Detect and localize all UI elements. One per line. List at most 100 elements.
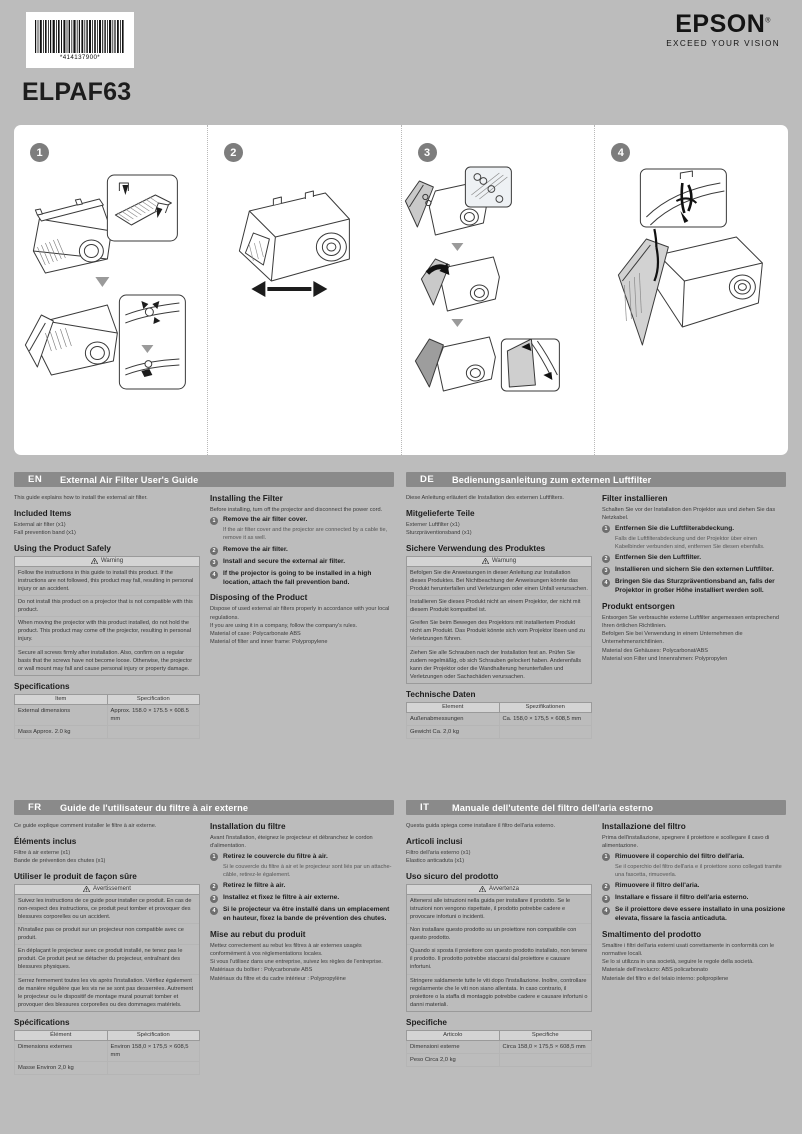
list-item: 2 Entfernen Sie den Luftfilter. [602, 554, 786, 563]
specifications-heading: Specifiche [406, 1017, 447, 1027]
step-instruction: Install and secure the external air filt… [223, 558, 346, 566]
disposal-line: Mettez correctement au rebut les filtres… [210, 942, 362, 957]
included-item: Fall prevention band (x1) [14, 530, 76, 537]
list-item: 2 Remove the air filter. [210, 546, 394, 555]
barcode: *414137900* [26, 12, 134, 68]
warning-row: When moving the projector with this prod… [15, 617, 199, 647]
language-section-en: EN External Air Filter User's Guide This… [14, 472, 394, 740]
model-name: ELPAF63 [22, 78, 132, 106]
spec-item-cell: Außenabmessungen [406, 711, 500, 727]
disposal-line: Entsorgen Sie verbrauchte externe Luftfi… [602, 614, 779, 629]
language-code: DE [420, 474, 435, 485]
step-instruction: Retirez le couvercle du filtre à air. [223, 852, 328, 860]
disposal-heading: Produkt entsorgen [602, 601, 675, 611]
brand-text: EPSON [675, 10, 766, 38]
spec-value-cell: Environ 158,0 × 175,5 × 608,5 mm [106, 1039, 200, 1063]
included-items-list: Filtro dell'aria esterno (x1)Elastico an… [406, 849, 592, 866]
disposal-line: Material von Filter und Innenrahmen: Pol… [602, 655, 728, 662]
warning-table: Avertissement Suivez les instructions de… [14, 883, 200, 1012]
warning-row: En déplaçant le projecteur avec ce produ… [15, 945, 199, 975]
step-number-badge: 4 [210, 906, 218, 915]
spec-column-item: Item [14, 693, 108, 705]
spec-value-cell [498, 725, 592, 740]
warning-table: Warnung Befolgen Sie die Anweisungen in … [406, 555, 592, 684]
specifications-heading: Specifications [14, 681, 70, 691]
disposal-line: Matériaux du filtre et du cadre intérieu… [210, 975, 346, 982]
step-number-badge: 2 [602, 882, 610, 891]
spec-item-cell: Masse Environ 2,0 kg [14, 1061, 108, 1076]
list-item: 3 Installieren und sichern Sie den exter… [602, 566, 786, 575]
install-intro: Schalten Sie vor der Installation den Pr… [602, 507, 776, 522]
step-instruction: Entfernen Sie die Luftfilterabdeckung. [615, 524, 735, 532]
list-item: 2 Retirez le filtre à air. [210, 882, 394, 891]
language-header-bar: FR Guide de l'utilisateur du filtre à ai… [14, 800, 394, 815]
language-header-bar: EN External Air Filter User's Guide [14, 472, 394, 487]
included-items-heading: Articoli inclusi [406, 837, 463, 847]
left-text-column: Questa guida spiega come installare il f… [406, 822, 592, 1068]
right-text-column: Installation du filtre Avant l'installat… [210, 822, 394, 1075]
install-intro: Prima dell'installazione, spegnere il pr… [602, 835, 770, 850]
list-item: 3 Installare e fissare il filtro dell'ar… [602, 894, 786, 903]
list-item: 2 Rimuovere il filtro dell'aria. [602, 882, 786, 891]
spec-value-cell: Circa 158,0 × 175,5 × 608,5 mm [498, 1039, 592, 1055]
included-items-heading: Included Items [14, 509, 72, 519]
list-item: 1 Entfernen Sie die Luftfilterabdeckung.… [602, 525, 786, 551]
install-steps-list: 1 Entfernen Sie die Luftfilterabdeckung.… [602, 525, 786, 596]
specifications-table: Élément Spécification Dimensions externe… [14, 1029, 200, 1076]
warning-label: Avertissement [93, 886, 131, 893]
right-text-column: Installing the Filter Before installing,… [210, 494, 394, 739]
table-row: Peso Circa 2,0 kg [406, 1053, 592, 1068]
step-instruction: Si le projecteur va être installé dans u… [223, 906, 390, 922]
specifications-heading: Spécifications [14, 1017, 70, 1027]
spec-column-item: Élément [14, 1029, 108, 1041]
spec-column-value: Spécification [106, 1029, 200, 1041]
step-badge-2: 2 [223, 143, 243, 162]
warning-label: Warnung [491, 558, 517, 565]
disposal-line: Dispose of used external air filters pro… [210, 606, 390, 621]
warning-triangle-icon [83, 886, 91, 893]
disposal-text: Dispose of used external air filters pro… [210, 605, 394, 646]
disposal-line: Si vous l'utilisez dans une entreprise, … [210, 959, 383, 966]
step-number-badge: 3 [602, 566, 610, 575]
warning-table: Warning Follow the instructions in this … [14, 555, 200, 676]
guide-title: Manuale dell'utente del filtro dell'aria… [452, 802, 654, 813]
warning-row: Greifen Sie beim Bewegen des Projektors … [407, 617, 591, 647]
step-instruction: Se il proiettore deve essere installato … [615, 906, 786, 922]
step-number-badge: 1 [210, 853, 218, 862]
install-steps-list: 1 Rimuovere il coperchio del filtro dell… [602, 853, 786, 924]
disposal-heading: Smaltimento del prodotto [602, 929, 702, 939]
step-number-badge: 3 [210, 894, 218, 903]
disposal-line: Befolgen Sie bei Verwendung in einem Unt… [602, 631, 743, 646]
left-text-column: This guide explains how to install the e… [14, 494, 200, 740]
language-section-fr: FR Guide de l'utilisateur du filtre à ai… [14, 800, 394, 1076]
language-code: IT [420, 802, 430, 813]
spec-value-cell: Ca. 158,0 × 175,5 × 608,5 mm [498, 711, 592, 727]
step-detail: If the air filter cover and the projecto… [223, 527, 388, 542]
list-item: 4 Se il proiettore deve essere installat… [602, 906, 786, 923]
warning-row: Stringere saldamente tutte le viti dopo … [410, 977, 588, 1008]
step-detail: Falls die Luftfilterabdeckung und der Pr… [615, 535, 765, 550]
warning-row: Attenersi alle istruzioni nella guida pe… [407, 895, 591, 924]
warning-row: Suivez les instructions de ce guide pour… [15, 895, 199, 924]
intro-text: Ce guide explique comment installer le f… [14, 823, 157, 829]
disposal-text: Smaltire i filtri dell'aria esterni usat… [602, 942, 786, 983]
registered-trademark-icon: ® [765, 17, 771, 25]
safety-heading: Utiliser le produit de façon sûre [14, 871, 137, 881]
included-item: Externer Luftfilter (x1) [406, 522, 460, 529]
spec-item-cell: Peso Circa 2,0 kg [406, 1053, 500, 1068]
warning-row: Secure all screws firmly after installat… [18, 649, 193, 672]
illustration-step-1-art [24, 174, 186, 390]
step-instruction: Rimuovere il filtro dell'aria. [615, 882, 700, 890]
step-instruction: Rimuovere il coperchio del filtro dell'a… [615, 852, 745, 860]
included-items-list: Externer Luftfilter (x1)Sturzpräventions… [406, 521, 592, 538]
table-row: External dimensions Approx. 158.0 × 175.… [14, 703, 200, 727]
step-badge-4: 4 [611, 143, 631, 162]
install-intro: Before installing, turn off the projecto… [210, 507, 383, 513]
table-row: Gewicht Ca. 2,0 kg [406, 725, 592, 740]
illustration-panel-1: 1 [14, 125, 207, 455]
brand-wordmark: EPSON® [666, 12, 780, 37]
step-detail: Si le couvercle du filtre à air et le pr… [223, 863, 392, 878]
safety-heading: Sichere Verwendung des Produktes [406, 543, 546, 553]
spec-item-cell: Dimensioni esterne [406, 1039, 500, 1055]
